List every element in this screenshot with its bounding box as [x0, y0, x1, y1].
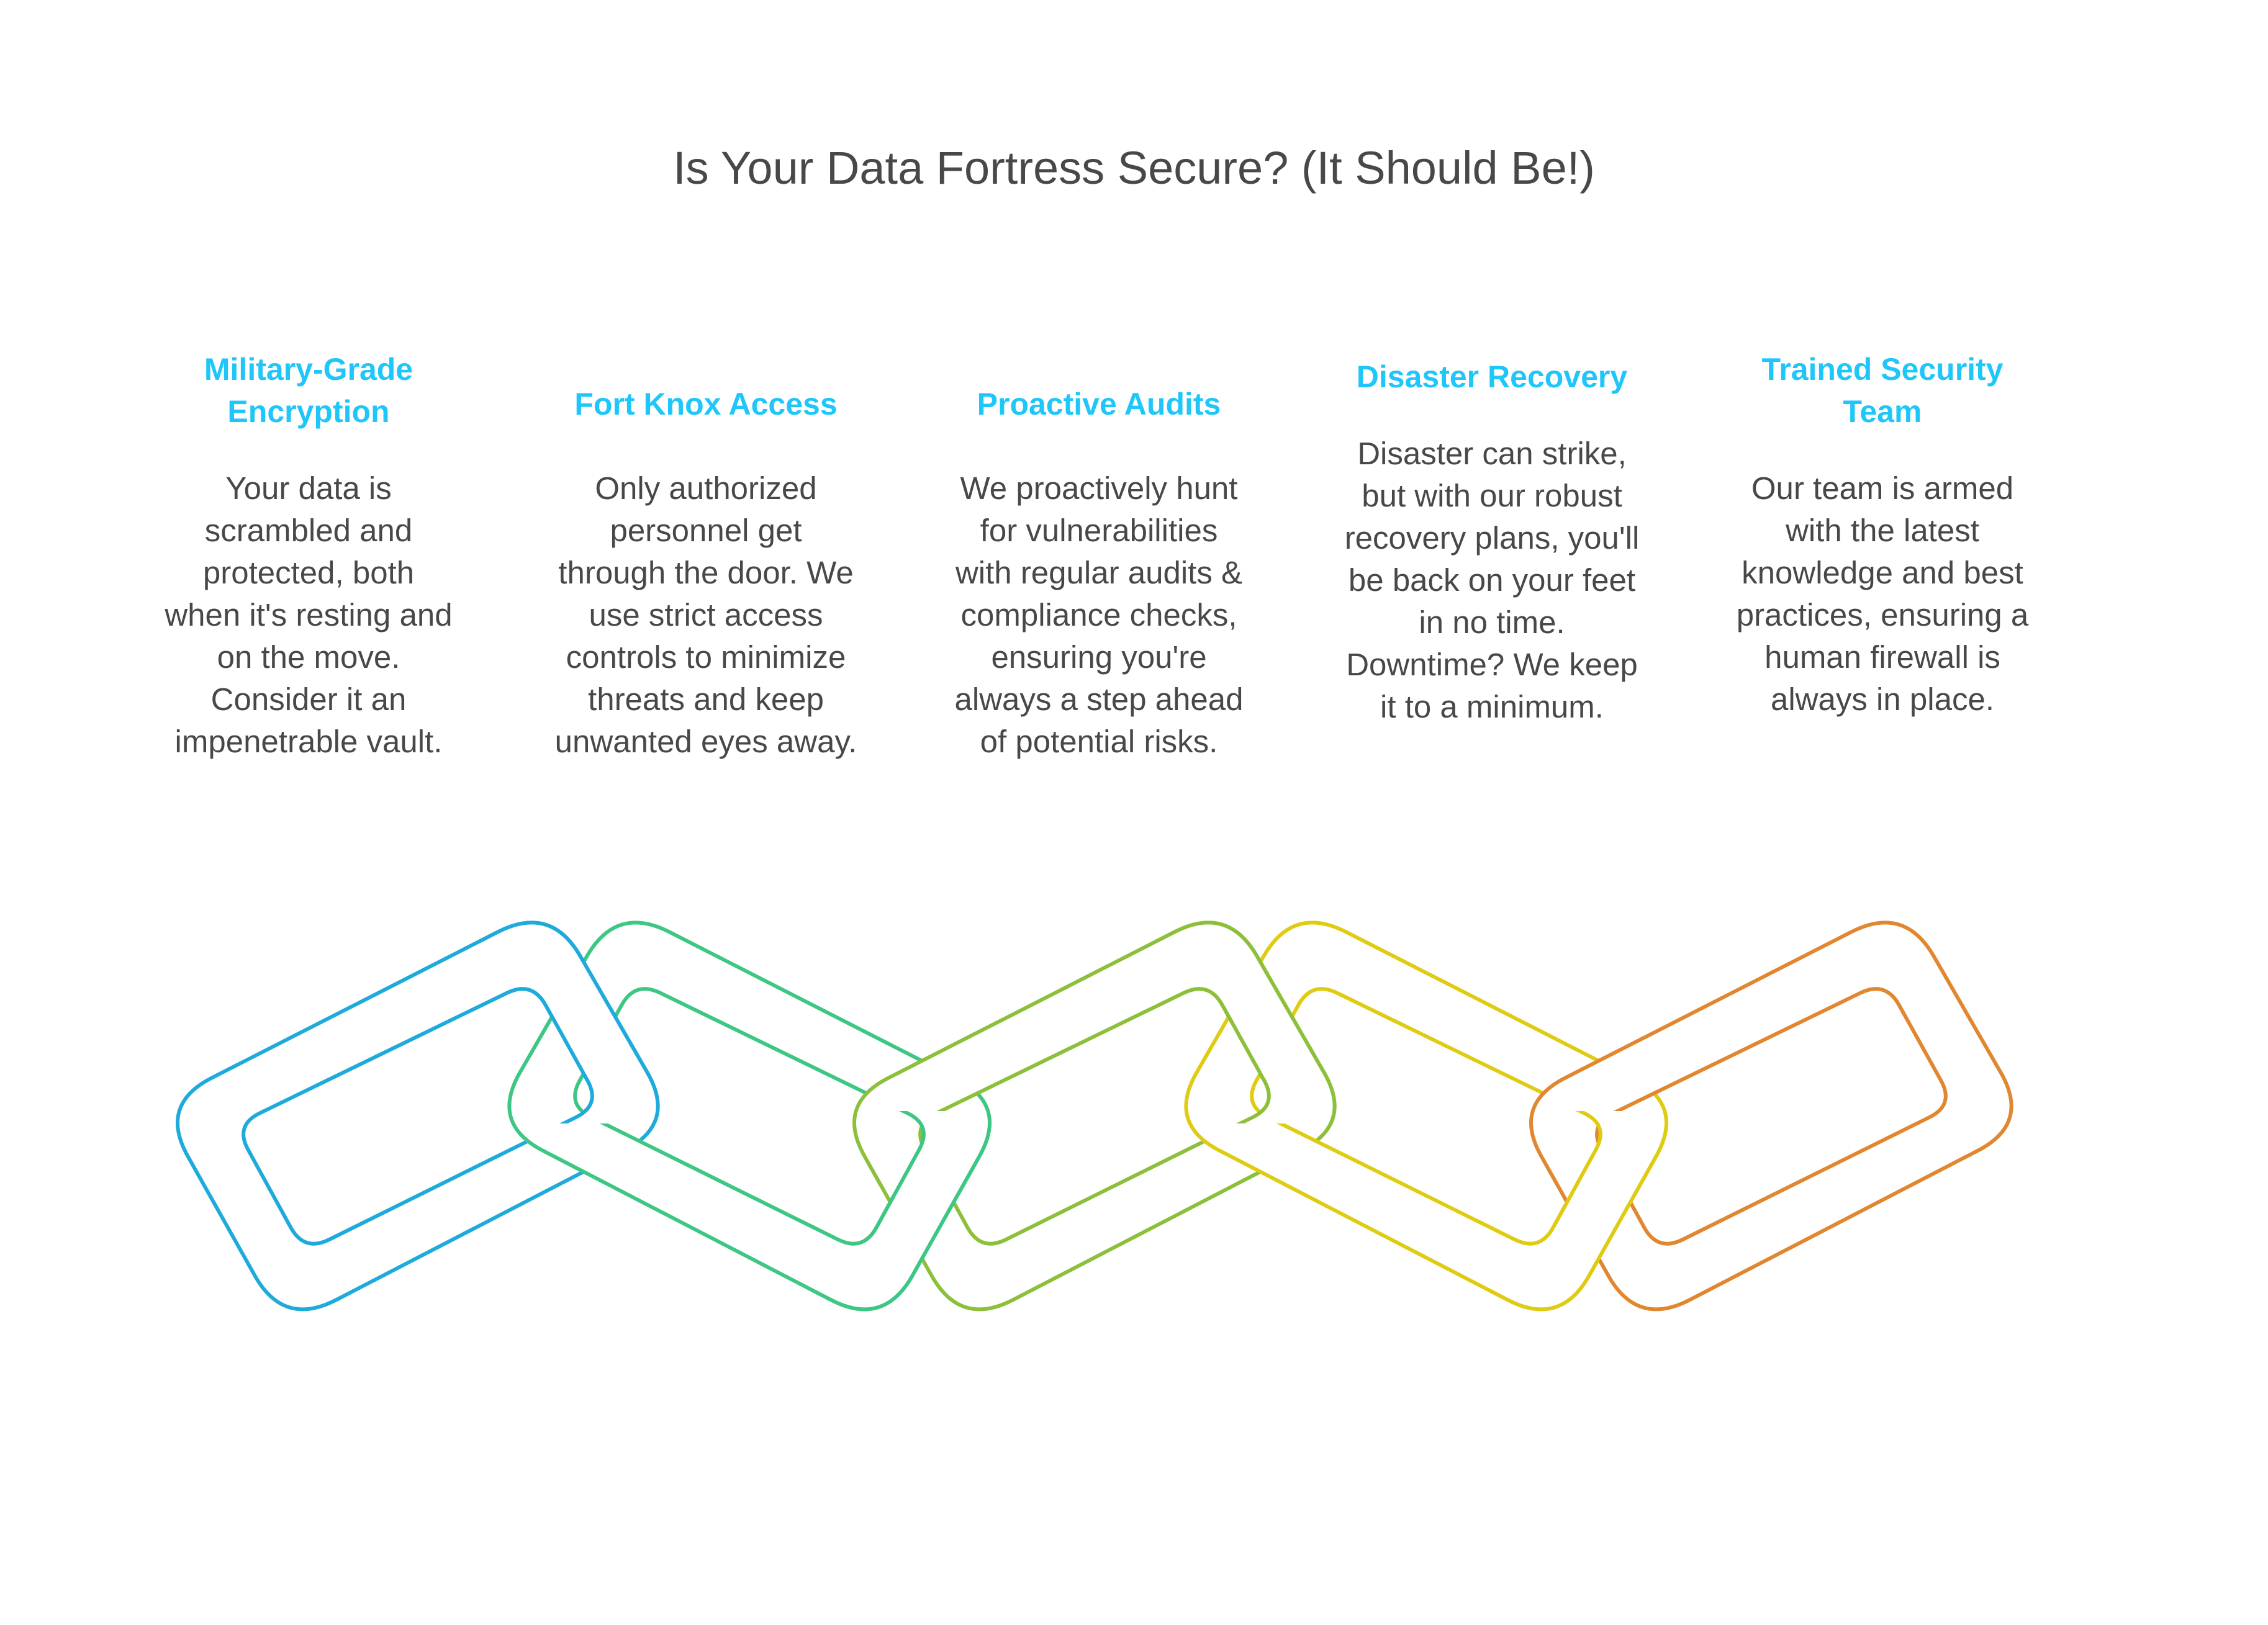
feature-description: Our team is armed with the latest knowle… — [1696, 467, 2069, 721]
description-line: compliance checks, — [960, 597, 1237, 632]
feature-disaster-recovery: Disaster Recovery Disaster can strike, b… — [1306, 356, 1678, 728]
feature-heading: Trained Security Team — [1696, 348, 2069, 433]
feature-fort-knox-access: Fort Knox Access Only authorized personn… — [520, 383, 892, 763]
description-line: Our team is armed — [1751, 470, 2014, 506]
description-line: use strict access — [589, 597, 823, 632]
description-line: personnel get — [610, 513, 802, 548]
description-line: protected, both — [202, 555, 415, 590]
page-title: Is Your Data Fortress Secure? (It Should… — [673, 142, 1595, 194]
description-line: on the move. — [217, 639, 400, 675]
description-line: ensuring you're — [991, 639, 1207, 675]
description-line: in no time. — [1419, 605, 1565, 640]
description-line: when it's resting and — [165, 597, 453, 632]
heading-line: Team — [1843, 394, 1922, 429]
description-line: with regular audits & — [955, 555, 1243, 590]
description-line: Consider it an — [210, 682, 407, 717]
description-line: knowledge and best — [1742, 555, 2023, 590]
feature-heading: Proactive Audits — [913, 383, 1285, 425]
heading-line: Trained Security — [1761, 352, 2004, 387]
description-line: Only authorized — [595, 470, 817, 506]
description-line: with the latest — [1786, 513, 1979, 548]
description-line: threats and keep — [588, 682, 824, 717]
description-line: We proactively hunt — [960, 470, 1238, 506]
description-line: always a step ahead — [954, 682, 1244, 717]
chain-link-overlap-fort-knox-access — [803, 1111, 992, 1312]
description-line: Your data is — [225, 470, 392, 506]
feature-description: Only authorized personnel get through th… — [520, 467, 892, 763]
description-line: controls to minimize — [566, 639, 846, 675]
feature-heading: Disaster Recovery — [1306, 356, 1678, 398]
description-line: practices, ensuring a — [1736, 597, 2029, 632]
description-line: human firewall is — [1764, 639, 2000, 675]
description-line: scrambled and — [204, 513, 413, 548]
description-line: but with our robust — [1362, 478, 1622, 513]
description-line: of potential risks. — [980, 724, 1218, 759]
description-line: impenetrable vault. — [174, 724, 443, 759]
description-line: through the door. We — [558, 555, 854, 590]
heading-line: Fort Knox Access — [574, 387, 838, 421]
heading-line: Encryption — [227, 394, 390, 429]
description-line: Downtime? We keep — [1346, 647, 1638, 682]
heading-line: Disaster Recovery — [1356, 359, 1628, 394]
feature-description: Disaster can strike, but with our robust… — [1306, 433, 1678, 728]
chain-link-overlap-proactive-audits — [1149, 921, 1337, 1123]
feature-trained-security-team: Trained Security Team Our team is armed … — [1696, 348, 2069, 721]
feature-description: We proactively hunt for vulnerabilities … — [913, 467, 1285, 763]
description-line: recovery plans, you'll — [1344, 520, 1640, 556]
feature-military-grade-encryption: Military-Grade Encryption Your data is s… — [122, 348, 495, 763]
description-line: it to a minimum. — [1380, 689, 1604, 724]
chain-link-overlap-military-grade-encryption — [472, 921, 660, 1123]
heading-line: Military-Grade — [204, 352, 413, 387]
chain-link-overlap-disaster-recovery — [1480, 1111, 1668, 1312]
feature-proactive-audits: Proactive Audits We proactively hunt for… — [913, 383, 1285, 763]
feature-heading: Military-Grade Encryption — [122, 348, 495, 433]
description-line: be back on your feet — [1348, 562, 1636, 598]
description-line: always in place. — [1770, 682, 1994, 717]
heading-line: Proactive Audits — [977, 387, 1221, 421]
description-line: unwanted eyes away. — [554, 724, 857, 759]
description-line: Disaster can strike, — [1357, 436, 1627, 471]
feature-heading: Fort Knox Access — [520, 383, 892, 425]
description-line: for vulnerabilities — [980, 513, 1218, 548]
feature-description: Your data is scrambled and protected, bo… — [122, 467, 495, 763]
